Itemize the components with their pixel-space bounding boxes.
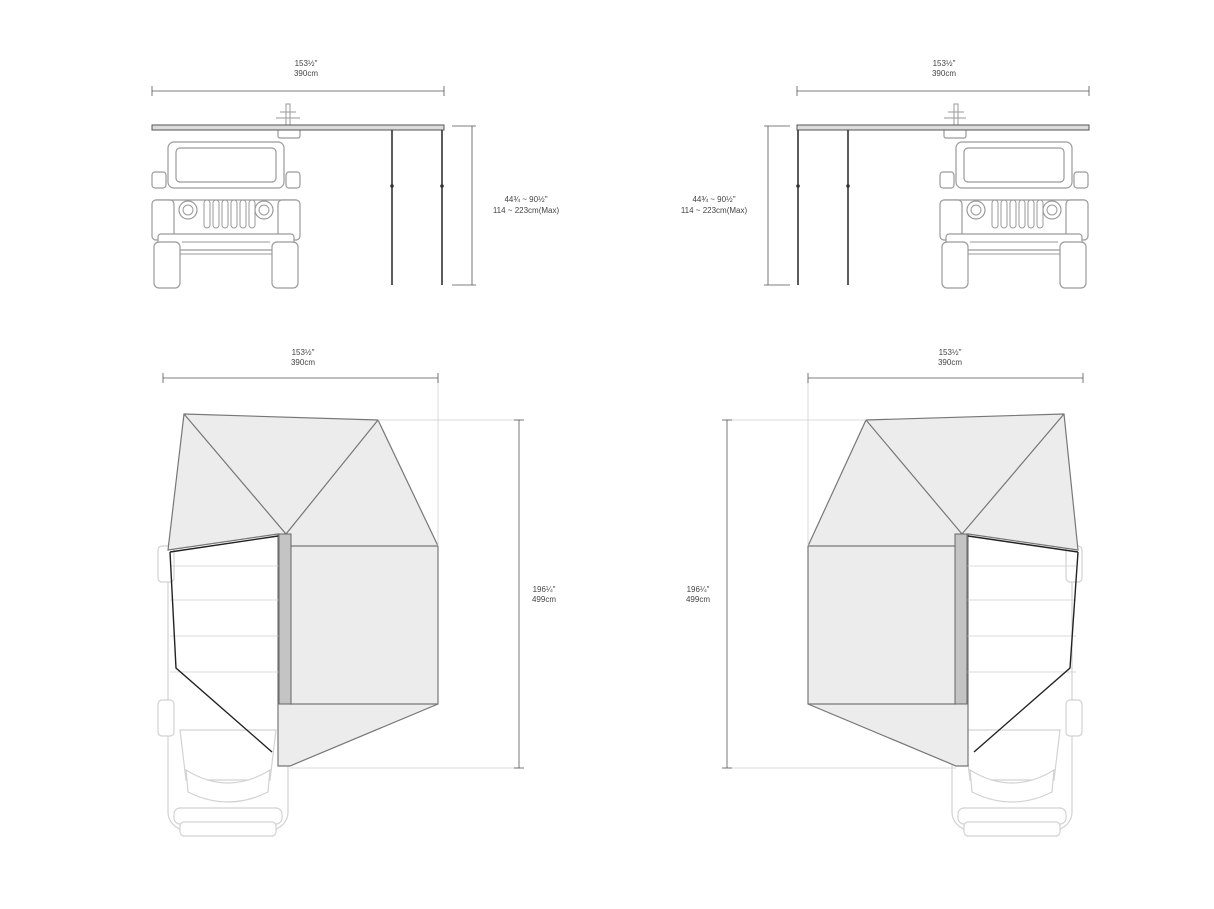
width-dimension-cm: 390cm <box>932 69 956 78</box>
plan-view-left: 153½" 390cm 196¼" 499cm <box>157 348 556 837</box>
width-dimension-inches: 153½" <box>295 59 318 68</box>
front-view-left: 153½" 390cm 44¾ ~ 90½" 114 ~ 223cm(Max) <box>151 59 560 289</box>
depth-dimension-cm: 499cm <box>532 595 556 604</box>
depth-dimension-inches: 196¼" <box>687 585 710 594</box>
height-dimension-inches: 44¾ ~ 90½" <box>692 195 735 204</box>
plan-view-right: 153½" 390cm 196¼" 499cm <box>686 348 1084 837</box>
width-dimension-cm: 390cm <box>291 358 315 367</box>
depth-dimension-inches: 196¼" <box>533 585 556 594</box>
width-dimension-cm: 390cm <box>294 69 318 78</box>
width-dimension-inches: 153½" <box>933 59 956 68</box>
height-dimension-inches: 44¾ ~ 90½" <box>504 195 547 204</box>
width-dimension-cm: 390cm <box>938 358 962 367</box>
front-view-right: 153½" 390cm 44¾ ~ 90½" 114 ~ 223cm(Max) <box>681 59 1090 289</box>
height-dimension-cm: 114 ~ 223cm(Max) <box>681 206 748 215</box>
height-dimension-cm: 114 ~ 223cm(Max) <box>493 206 560 215</box>
width-dimension-inches: 153½" <box>939 348 962 357</box>
width-dimension-inches: 153½" <box>292 348 315 357</box>
depth-dimension-cm: 499cm <box>686 595 710 604</box>
